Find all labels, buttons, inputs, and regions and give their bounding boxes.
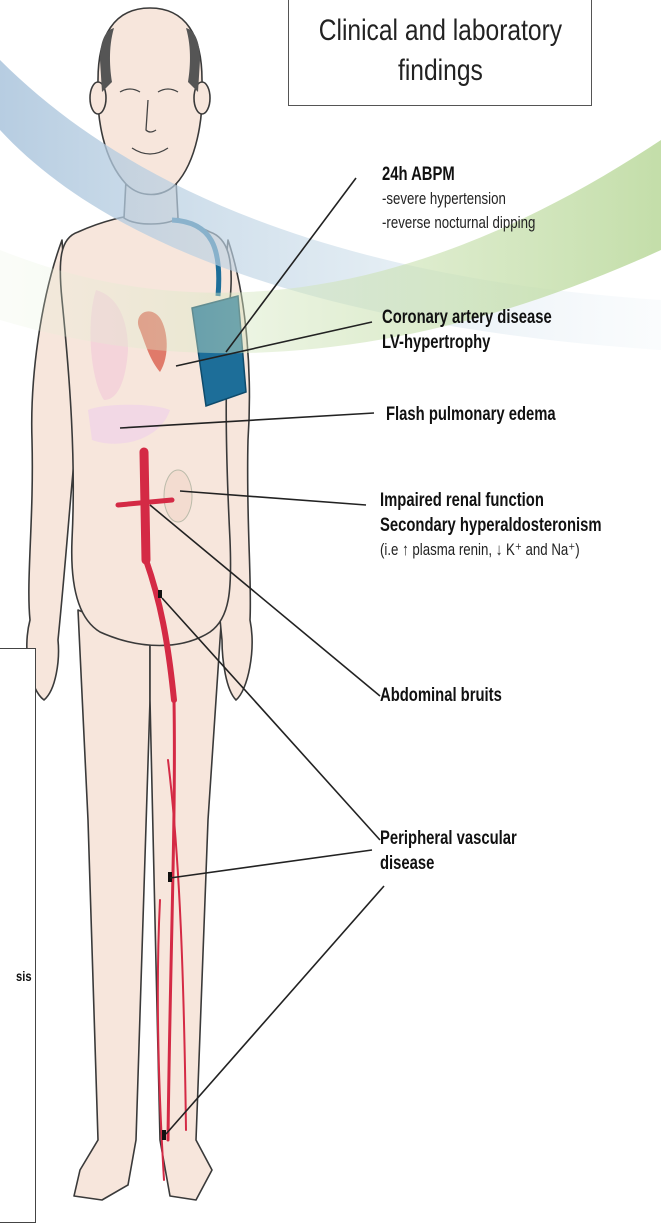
edema-line-1: Flash pulmonary edema: [386, 402, 556, 427]
renal-line-1: Impaired renal function: [380, 488, 602, 513]
abpm-item-2: -reverse nocturnal dipping: [382, 211, 535, 235]
label-cad: Coronary artery disease LV-hypertrophy: [382, 305, 552, 355]
abpm-heading: 24h ABPM: [382, 162, 535, 187]
label-bruits: Abdominal bruits: [380, 683, 502, 708]
label-renal: Impaired renal function Secondary hypera…: [380, 488, 602, 562]
diagram-title: Clinical and laboratory findings: [318, 11, 561, 91]
renal-note: (i.e ↑ plasma renin, ↓ K⁺ and Na⁺): [380, 538, 602, 562]
kidney: [164, 470, 192, 522]
label-pvd: Peripheral vascular disease: [380, 826, 517, 876]
label-abpm: 24h ABPM -severe hypertension -reverse n…: [382, 162, 535, 235]
left-leg: [74, 610, 150, 1200]
pvd-line-1: Peripheral vascular: [380, 826, 517, 851]
pvd-line-2: disease: [380, 851, 517, 876]
abpm-item-1: -severe hypertension: [382, 187, 535, 211]
title-box: Clinical and laboratory findings: [288, 0, 592, 106]
aorta: [144, 452, 146, 560]
left-panel-edge: [0, 648, 36, 1223]
cad-line-1: Coronary artery disease: [382, 305, 552, 330]
cad-line-2: LV-hypertrophy: [382, 330, 552, 355]
renal-line-2: Secondary hyperaldosteronism: [380, 513, 602, 538]
left-panel-fragment: sis: [16, 968, 32, 984]
bruits-line-1: Abdominal bruits: [380, 683, 502, 708]
label-edema: Flash pulmonary edema: [386, 402, 556, 427]
